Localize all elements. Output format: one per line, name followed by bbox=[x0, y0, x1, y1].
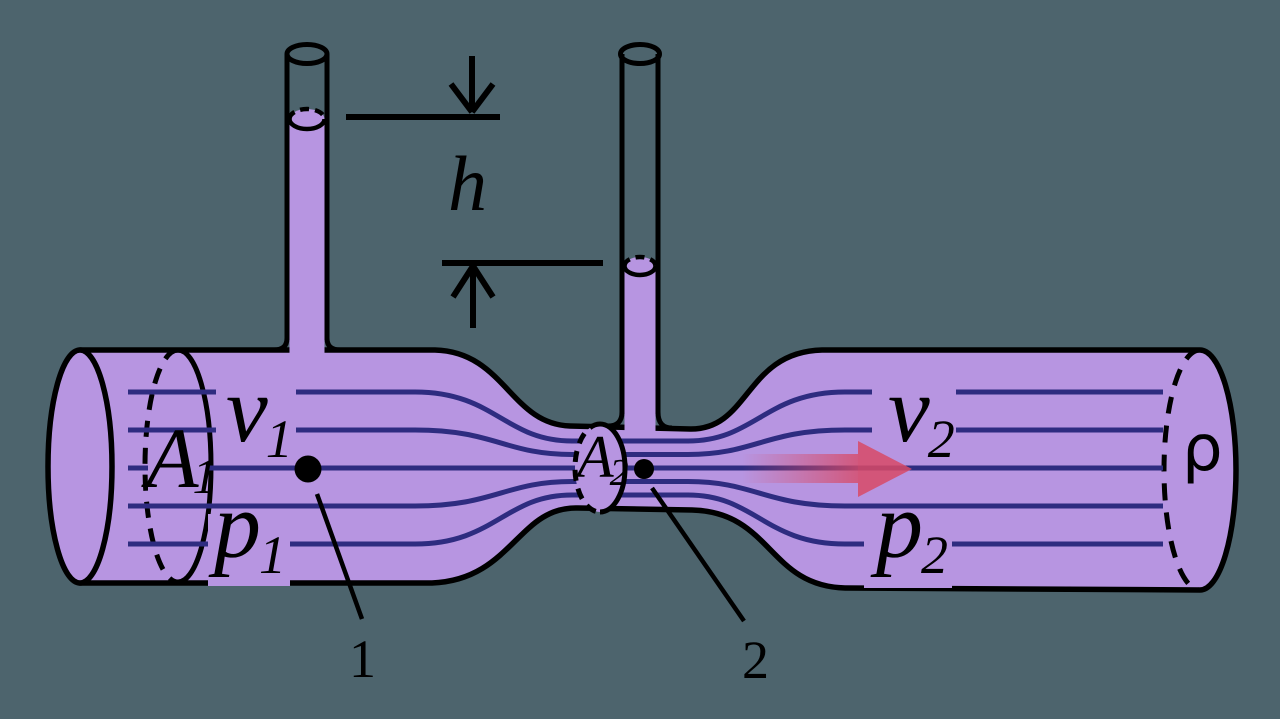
label-a2: A2 bbox=[573, 424, 629, 494]
streamline bbox=[128, 389, 1163, 444]
down-arrow-head bbox=[448, 82, 496, 114]
measurement-points bbox=[294, 455, 746, 623]
label-point-2: 2 bbox=[742, 630, 769, 690]
right-fluid-level-back-dashed bbox=[622, 254, 658, 267]
label-a1: A1 bbox=[141, 410, 218, 506]
point-2-leader-line bbox=[650, 486, 746, 623]
left-tube-fluid-column bbox=[289, 119, 325, 359]
label-masks bbox=[148, 386, 956, 588]
left-fluid-level-back-dashed bbox=[287, 106, 327, 120]
label-p1: p1 bbox=[208, 474, 286, 585]
left-fluid-level-front bbox=[287, 118, 327, 132]
a2-back-arc-dashed bbox=[572, 421, 601, 515]
height-dimension bbox=[346, 56, 603, 328]
flow-direction-arrow bbox=[742, 441, 912, 497]
label-v1: v1 bbox=[226, 358, 293, 469]
point-1-leader-line bbox=[314, 493, 365, 620]
right-fluid-level-front bbox=[622, 265, 658, 278]
label-p2: p2 bbox=[870, 474, 948, 585]
streamline bbox=[128, 492, 1163, 547]
streamline bbox=[128, 427, 1163, 457]
right-manometer-tube bbox=[607, 42, 673, 434]
left-manometer-tube bbox=[273, 42, 341, 359]
a1-back-arc-dashed bbox=[142, 347, 179, 585]
pipe-left-end-cap bbox=[45, 347, 115, 586]
label-h: h bbox=[448, 140, 487, 227]
left-tube-opening bbox=[284, 42, 330, 66]
label-density-rho: ρ bbox=[1182, 412, 1223, 486]
up-arrow-head bbox=[450, 264, 496, 299]
point-1-dot bbox=[294, 455, 322, 483]
streamline bbox=[128, 479, 1163, 509]
label-point-1: 1 bbox=[349, 629, 376, 689]
label-v2: v2 bbox=[888, 358, 955, 469]
pipe-right-end-back-rim bbox=[1161, 347, 1201, 593]
right-tube-opening bbox=[618, 42, 662, 66]
right-tube-fluid-column bbox=[624, 266, 656, 434]
point-2-dot bbox=[634, 459, 654, 479]
